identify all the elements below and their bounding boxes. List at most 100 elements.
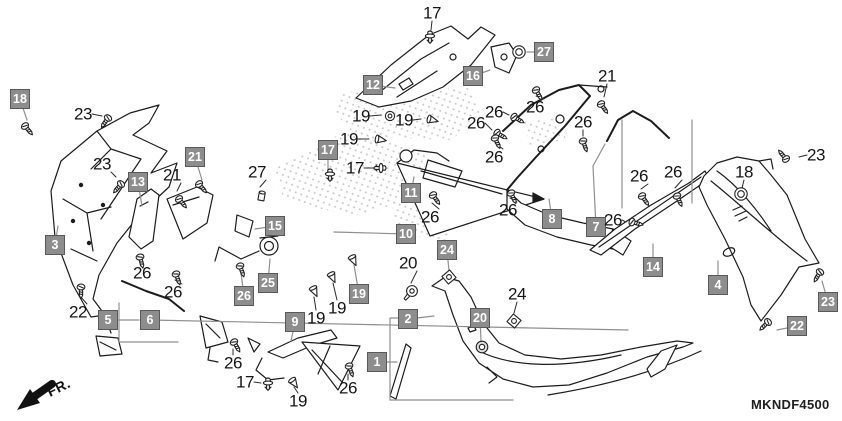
- ref-box-25[interactable]: 25: [258, 273, 278, 293]
- square-clip-icon: [506, 313, 522, 329]
- ref-box-3[interactable]: 3: [45, 235, 65, 255]
- screw-icon: [76, 283, 86, 300]
- ref-box-18[interactable]: 18: [10, 89, 30, 109]
- leader-line: [332, 282, 338, 301]
- ref-box-14[interactable]: 14: [643, 257, 663, 277]
- bracket-part9: [247, 329, 361, 391]
- screw-icon: [174, 195, 187, 209]
- leader-line: [431, 202, 440, 210]
- left-inner-panel-part13: [128, 186, 214, 250]
- leader-line: [410, 270, 418, 284]
- ref-box-27[interactable]: 27: [534, 42, 554, 62]
- screw-icon: [628, 217, 644, 227]
- leader-line: [91, 113, 103, 117]
- pipe-part7: [606, 110, 670, 142]
- pin-icon: [384, 110, 396, 122]
- screw-icon: [637, 192, 650, 206]
- center-stay-part8: [502, 84, 632, 256]
- leader-line: [502, 111, 510, 116]
- rivet-icon: [308, 285, 318, 298]
- ref-box-1[interactable]: 1: [367, 352, 387, 372]
- screw-icon: [813, 268, 825, 283]
- screw-icon: [229, 338, 241, 353]
- ref-box-4[interactable]: 4: [708, 275, 728, 295]
- screw-icon: [235, 262, 245, 278]
- leader-line: [253, 381, 262, 384]
- screw-icon: [135, 253, 145, 269]
- ref-box-23[interactable]: 23: [818, 292, 838, 312]
- ref-box-24[interactable]: 24: [437, 240, 457, 260]
- leader-line: [149, 319, 629, 331]
- leader-line: [592, 165, 597, 228]
- ref-box-13[interactable]: 13: [128, 172, 148, 192]
- ref-box-8[interactable]: 8: [542, 209, 562, 229]
- clip-icon: [324, 168, 336, 182]
- screw-icon: [759, 318, 772, 331]
- leader-line: [369, 114, 382, 117]
- leader-line: [674, 179, 683, 189]
- leader-line: [741, 179, 745, 189]
- rivet-icon: [347, 254, 357, 267]
- ref-box-7[interactable]: 7: [586, 217, 606, 237]
- screw-icon: [194, 180, 207, 194]
- ref-box-2[interactable]: 2: [398, 309, 418, 329]
- cyl-bolt-icon: [257, 190, 266, 202]
- ref-box-6[interactable]: 6: [140, 310, 160, 330]
- screw-icon: [113, 180, 126, 194]
- right-inner-strip-part14: [589, 170, 710, 256]
- leader-line: [640, 183, 649, 190]
- bracket-cluster-part15-25: [214, 214, 279, 262]
- leader-line: [513, 301, 518, 314]
- ref-box-21[interactable]: 21: [185, 147, 205, 167]
- leader-line: [621, 219, 627, 223]
- rivet-icon: [326, 271, 336, 284]
- leader-line: [333, 231, 407, 235]
- left-side-cowl-part3: [50, 104, 178, 357]
- lower-center-cowl-part1-2: [389, 276, 702, 400]
- ref-box-26[interactable]: 26: [234, 286, 254, 306]
- leader-line: [259, 179, 267, 188]
- ref-box-15[interactable]: 15: [265, 216, 285, 236]
- screw-icon: [778, 149, 791, 163]
- grommet-icon: [734, 187, 748, 201]
- clip-icon: [424, 30, 436, 44]
- ref-box-10[interactable]: 10: [396, 224, 416, 244]
- screw-icon: [171, 270, 181, 286]
- rivet-icon: [426, 114, 439, 124]
- right-middle-cowl-part4: [698, 156, 820, 322]
- screw-icon: [672, 192, 683, 207]
- screw-icon: [100, 114, 113, 128]
- flange-bolt-icon: [403, 285, 418, 301]
- leader-line: [430, 20, 433, 31]
- screw-icon: [428, 191, 441, 205]
- ref-box-5[interactable]: 5: [98, 310, 118, 330]
- screw-icon: [344, 362, 354, 378]
- leader-line: [110, 171, 117, 178]
- ref-box-19[interactable]: 19: [349, 284, 369, 304]
- bracket-part16: [490, 42, 518, 74]
- leader-line: [412, 118, 422, 121]
- nut-icon: [475, 340, 489, 354]
- clip-icon: [262, 377, 274, 391]
- ref-box-20[interactable]: 20: [470, 308, 490, 328]
- leader-line: [603, 83, 608, 98]
- connector-rods-part5-6: [121, 280, 185, 312]
- ref-box-17[interactable]: 17: [318, 140, 338, 160]
- clip-icon: [373, 162, 387, 174]
- screw-icon: [510, 112, 525, 124]
- leader-line: [484, 122, 493, 131]
- rivet-icon: [374, 134, 387, 144]
- ref-box-9[interactable]: 9: [285, 312, 305, 332]
- bottom-bracket: [199, 315, 229, 363]
- ref-box-22[interactable]: 22: [787, 316, 807, 336]
- fr-label: FR.: [44, 375, 73, 400]
- leader-line: [313, 296, 317, 311]
- ref-box-12[interactable]: 12: [363, 75, 383, 95]
- fr-direction-arrow: FR.: [17, 375, 73, 410]
- grommet-icon: [512, 45, 526, 59]
- ref-box-16[interactable]: 16: [463, 66, 483, 86]
- ref-box-11[interactable]: 11: [401, 183, 421, 203]
- leader-line: [293, 386, 299, 394]
